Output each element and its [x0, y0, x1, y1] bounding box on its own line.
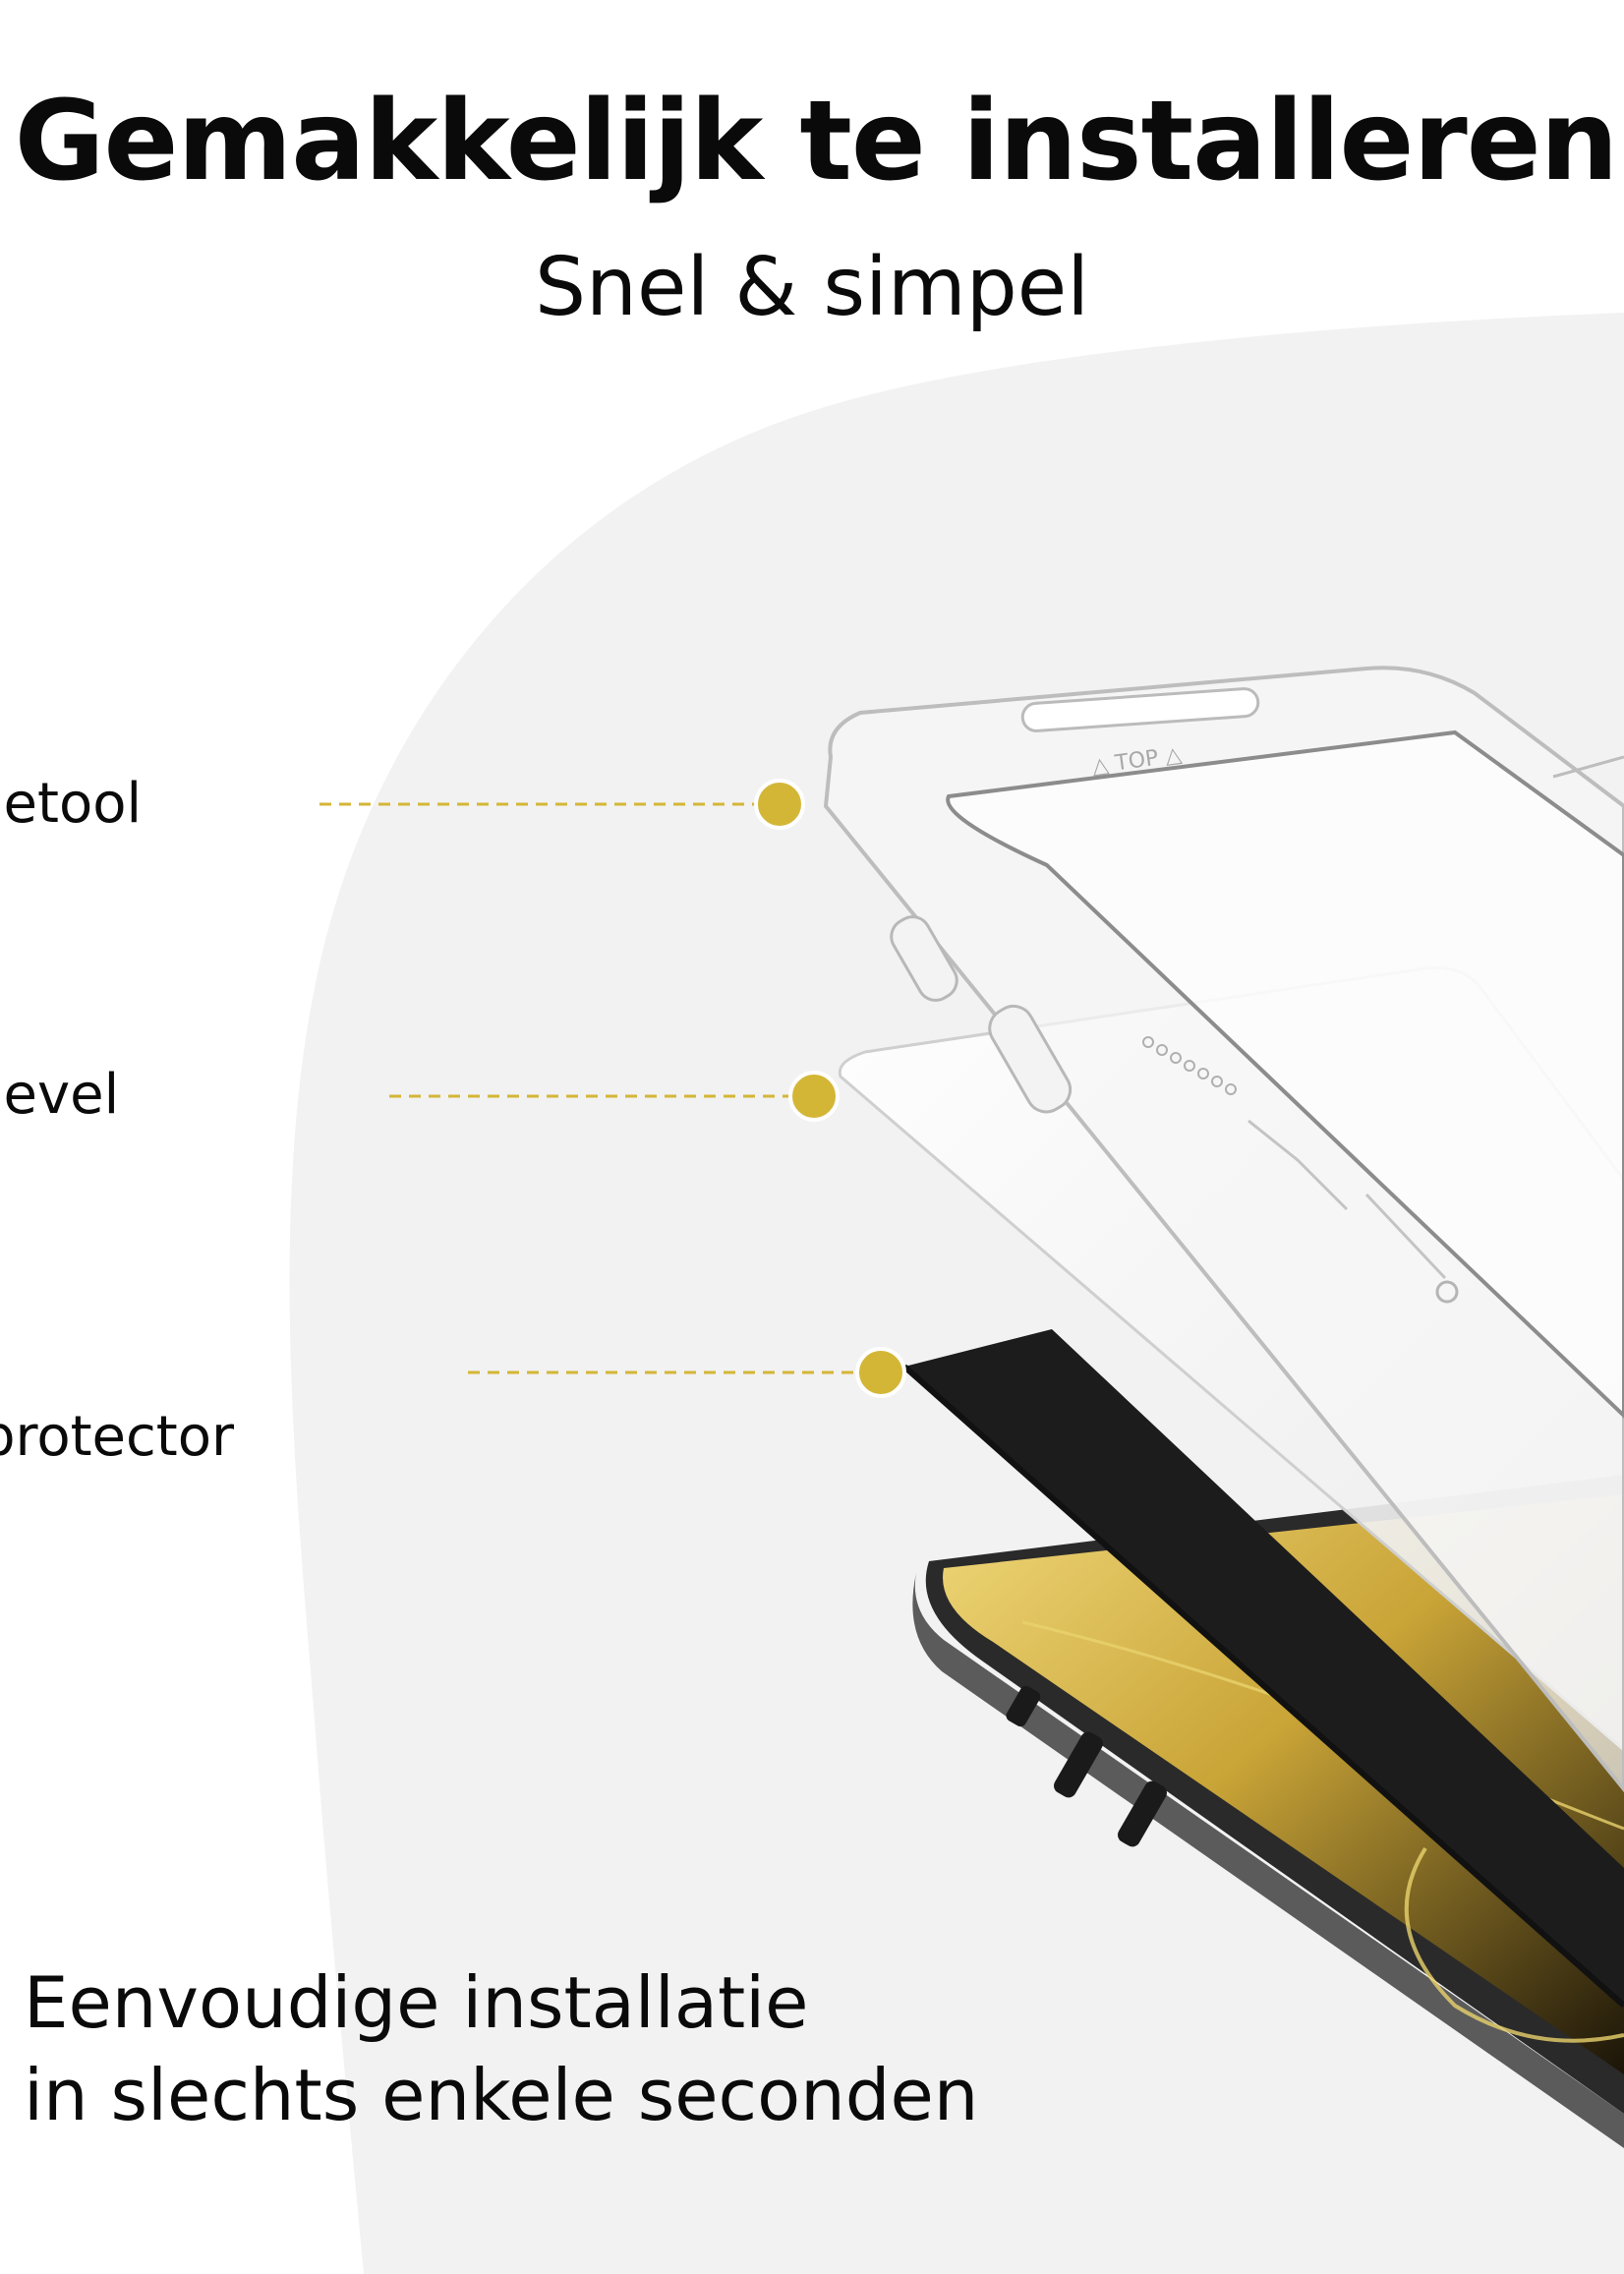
footer-text: Eenvoudige installatie in slechts enkele…	[24, 1956, 978, 2141]
callout-leader-3	[468, 1347, 906, 1398]
installation-frame: △ TOP △	[823, 666, 1624, 1793]
footer-line-1: Eenvoudige installatie	[24, 1961, 809, 2044]
page-title: Gemakkelijk te installeren	[14, 78, 1619, 205]
callout-leader-1	[319, 779, 805, 830]
callout-label-installation-tool: ietool	[0, 772, 143, 836]
callout-label-screen-protector: protector	[0, 1405, 235, 1469]
screen-protector	[902, 1329, 1624, 2009]
page-subtitle: Snel & simpel	[535, 241, 1089, 334]
callout-label-dust-sheet: ievel	[0, 1063, 120, 1127]
callout-leader-2	[389, 1071, 840, 1122]
footer-line-2: in slechts enkele seconden	[24, 2054, 979, 2136]
